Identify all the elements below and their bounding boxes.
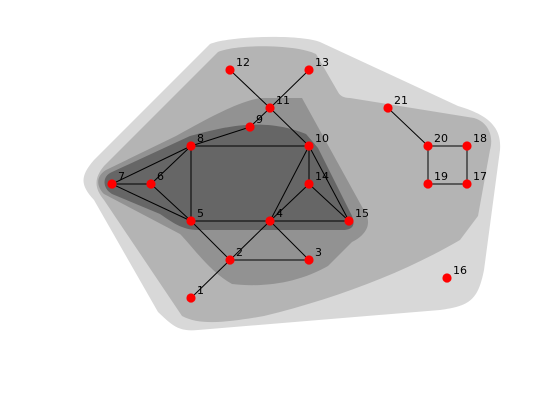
node-label-10: 10 xyxy=(315,132,329,145)
node-label-4: 4 xyxy=(276,207,283,220)
node-10 xyxy=(304,141,314,151)
node-label-3: 3 xyxy=(315,246,322,259)
node-21 xyxy=(383,103,393,113)
node-label-6: 6 xyxy=(157,170,164,183)
node-label-8: 8 xyxy=(197,132,204,145)
node-label-14: 14 xyxy=(315,170,329,183)
node-label-15: 15 xyxy=(355,207,369,220)
edge-11-13 xyxy=(269,69,310,109)
node-5 xyxy=(186,216,196,226)
edge-5-7 xyxy=(111,183,192,222)
node-1 xyxy=(186,293,196,303)
node-16 xyxy=(442,273,452,283)
edge-10-11 xyxy=(269,107,310,147)
node-9 xyxy=(245,122,255,132)
node-label-13: 13 xyxy=(315,56,329,69)
core-region xyxy=(104,124,354,230)
edge-2-5 xyxy=(190,220,231,261)
edge-1-2 xyxy=(190,259,231,299)
node-label-17: 17 xyxy=(473,170,487,183)
node-8 xyxy=(186,141,196,151)
node-11 xyxy=(265,103,275,113)
node-18 xyxy=(462,141,472,151)
edge-8-9 xyxy=(190,126,251,147)
node-20 xyxy=(423,141,433,151)
node-label-5: 5 xyxy=(197,207,204,220)
node-label-21: 21 xyxy=(394,94,408,107)
node-19 xyxy=(423,179,433,189)
layer-regions xyxy=(83,36,501,331)
edge-10-15 xyxy=(308,145,350,222)
node-2 xyxy=(225,255,235,265)
nodes xyxy=(107,65,472,303)
edge-3-4 xyxy=(269,220,310,261)
edge-4-14 xyxy=(269,183,310,222)
node-label-2: 2 xyxy=(236,246,243,259)
edge-5-6 xyxy=(150,183,192,222)
edges xyxy=(111,69,468,299)
node-6 xyxy=(146,179,156,189)
edge-2-4 xyxy=(229,220,271,261)
node-13 xyxy=(304,65,314,75)
node-4 xyxy=(265,216,275,226)
node-15 xyxy=(344,216,354,226)
edge-4-10 xyxy=(269,145,310,222)
node-label-19: 19 xyxy=(434,170,448,183)
node-label-1: 1 xyxy=(197,284,204,297)
node-label-12: 12 xyxy=(236,56,250,69)
node-3 xyxy=(304,255,314,265)
node-17 xyxy=(462,179,472,189)
edge-7-8 xyxy=(111,145,192,185)
node-label-11: 11 xyxy=(276,94,290,107)
node-14 xyxy=(304,179,314,189)
node-12 xyxy=(225,65,235,75)
node-7 xyxy=(107,179,117,189)
node-label-7: 7 xyxy=(118,170,125,183)
edge-21-20 xyxy=(387,107,429,147)
edge-6-8 xyxy=(150,145,192,185)
node-label-20: 20 xyxy=(434,132,448,145)
node-label-18: 18 xyxy=(473,132,487,145)
node-label-9: 9 xyxy=(256,113,263,126)
node-label-16: 16 xyxy=(453,264,467,277)
edge-11-12 xyxy=(229,69,271,109)
edge-14-15 xyxy=(308,183,350,222)
